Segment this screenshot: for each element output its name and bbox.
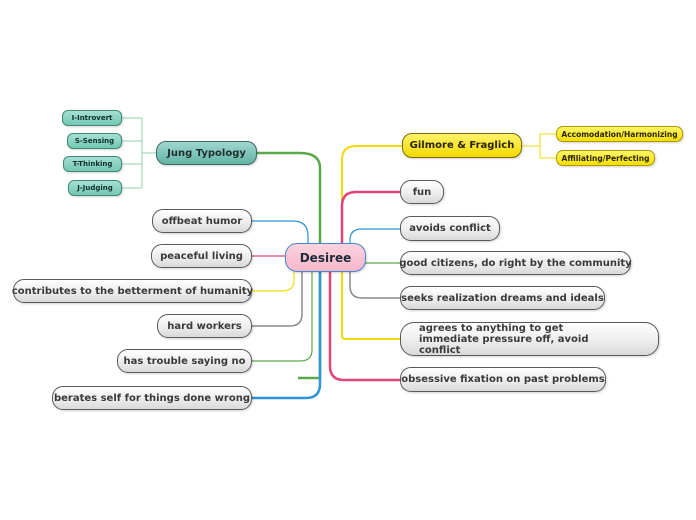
link-gilmore: [341, 145, 402, 340]
topic-offbeat-humor[interactable]: offbeat humor: [152, 209, 252, 233]
topic-avoids-conflict[interactable]: avoids conflict: [400, 216, 500, 241]
topic-fun[interactable]: fun: [400, 180, 444, 204]
link-fun: [328, 190, 400, 382]
topic-berates-self[interactable]: berates self for things done wrong: [52, 386, 252, 410]
link-gilmore-items: [522, 133, 556, 159]
central-topic[interactable]: Desiree: [285, 243, 366, 272]
topic-agrees-to-anything[interactable]: agrees to anything to get immediate pres…: [400, 322, 659, 356]
jung-item-introvert[interactable]: I-Introvert: [62, 110, 122, 126]
jung-item-sensing[interactable]: S-Sensing: [67, 133, 122, 149]
topic-obsessive-fixation[interactable]: obsessive fixation on past problems: [400, 367, 606, 392]
topic-peaceful-living[interactable]: peaceful living: [151, 244, 252, 268]
gilmore-item-accomodation[interactable]: Accomodation/Harmonizing: [556, 126, 683, 142]
link-offbeat-humor: [252, 220, 309, 259]
link-trouble-saying-no: [252, 272, 313, 362]
gilmore-item-affiliating[interactable]: Affiliating/Perfecting: [556, 150, 655, 166]
topic-contributes-humanity[interactable]: contributes to the betterment of humanit…: [12, 279, 253, 303]
jung-typology-topic[interactable]: Jung Typology: [156, 141, 257, 165]
topic-seeks-realization[interactable]: seeks realization dreams and ideals: [400, 286, 605, 310]
link-hard-workers: [252, 270, 303, 327]
topic-trouble-saying-no[interactable]: has trouble saying no: [117, 349, 252, 373]
topic-hard-workers[interactable]: hard workers: [157, 314, 252, 338]
link-jung-typology: [256, 151, 322, 380]
jung-item-thinking[interactable]: T-Thinking: [63, 156, 122, 172]
link-jung-items: [122, 117, 156, 189]
link-seeks-realization: [349, 270, 400, 299]
link-contributes: [252, 266, 295, 292]
jung-item-judging[interactable]: J-Judging: [68, 180, 122, 196]
topic-good-citizens[interactable]: good citizens, do right by the community: [399, 251, 632, 275]
link-avoids-conflict: [349, 228, 400, 244]
gilmore-fraglich-topic[interactable]: Gilmore & Fraglich: [402, 133, 522, 158]
link-berates-self: [252, 272, 322, 400]
